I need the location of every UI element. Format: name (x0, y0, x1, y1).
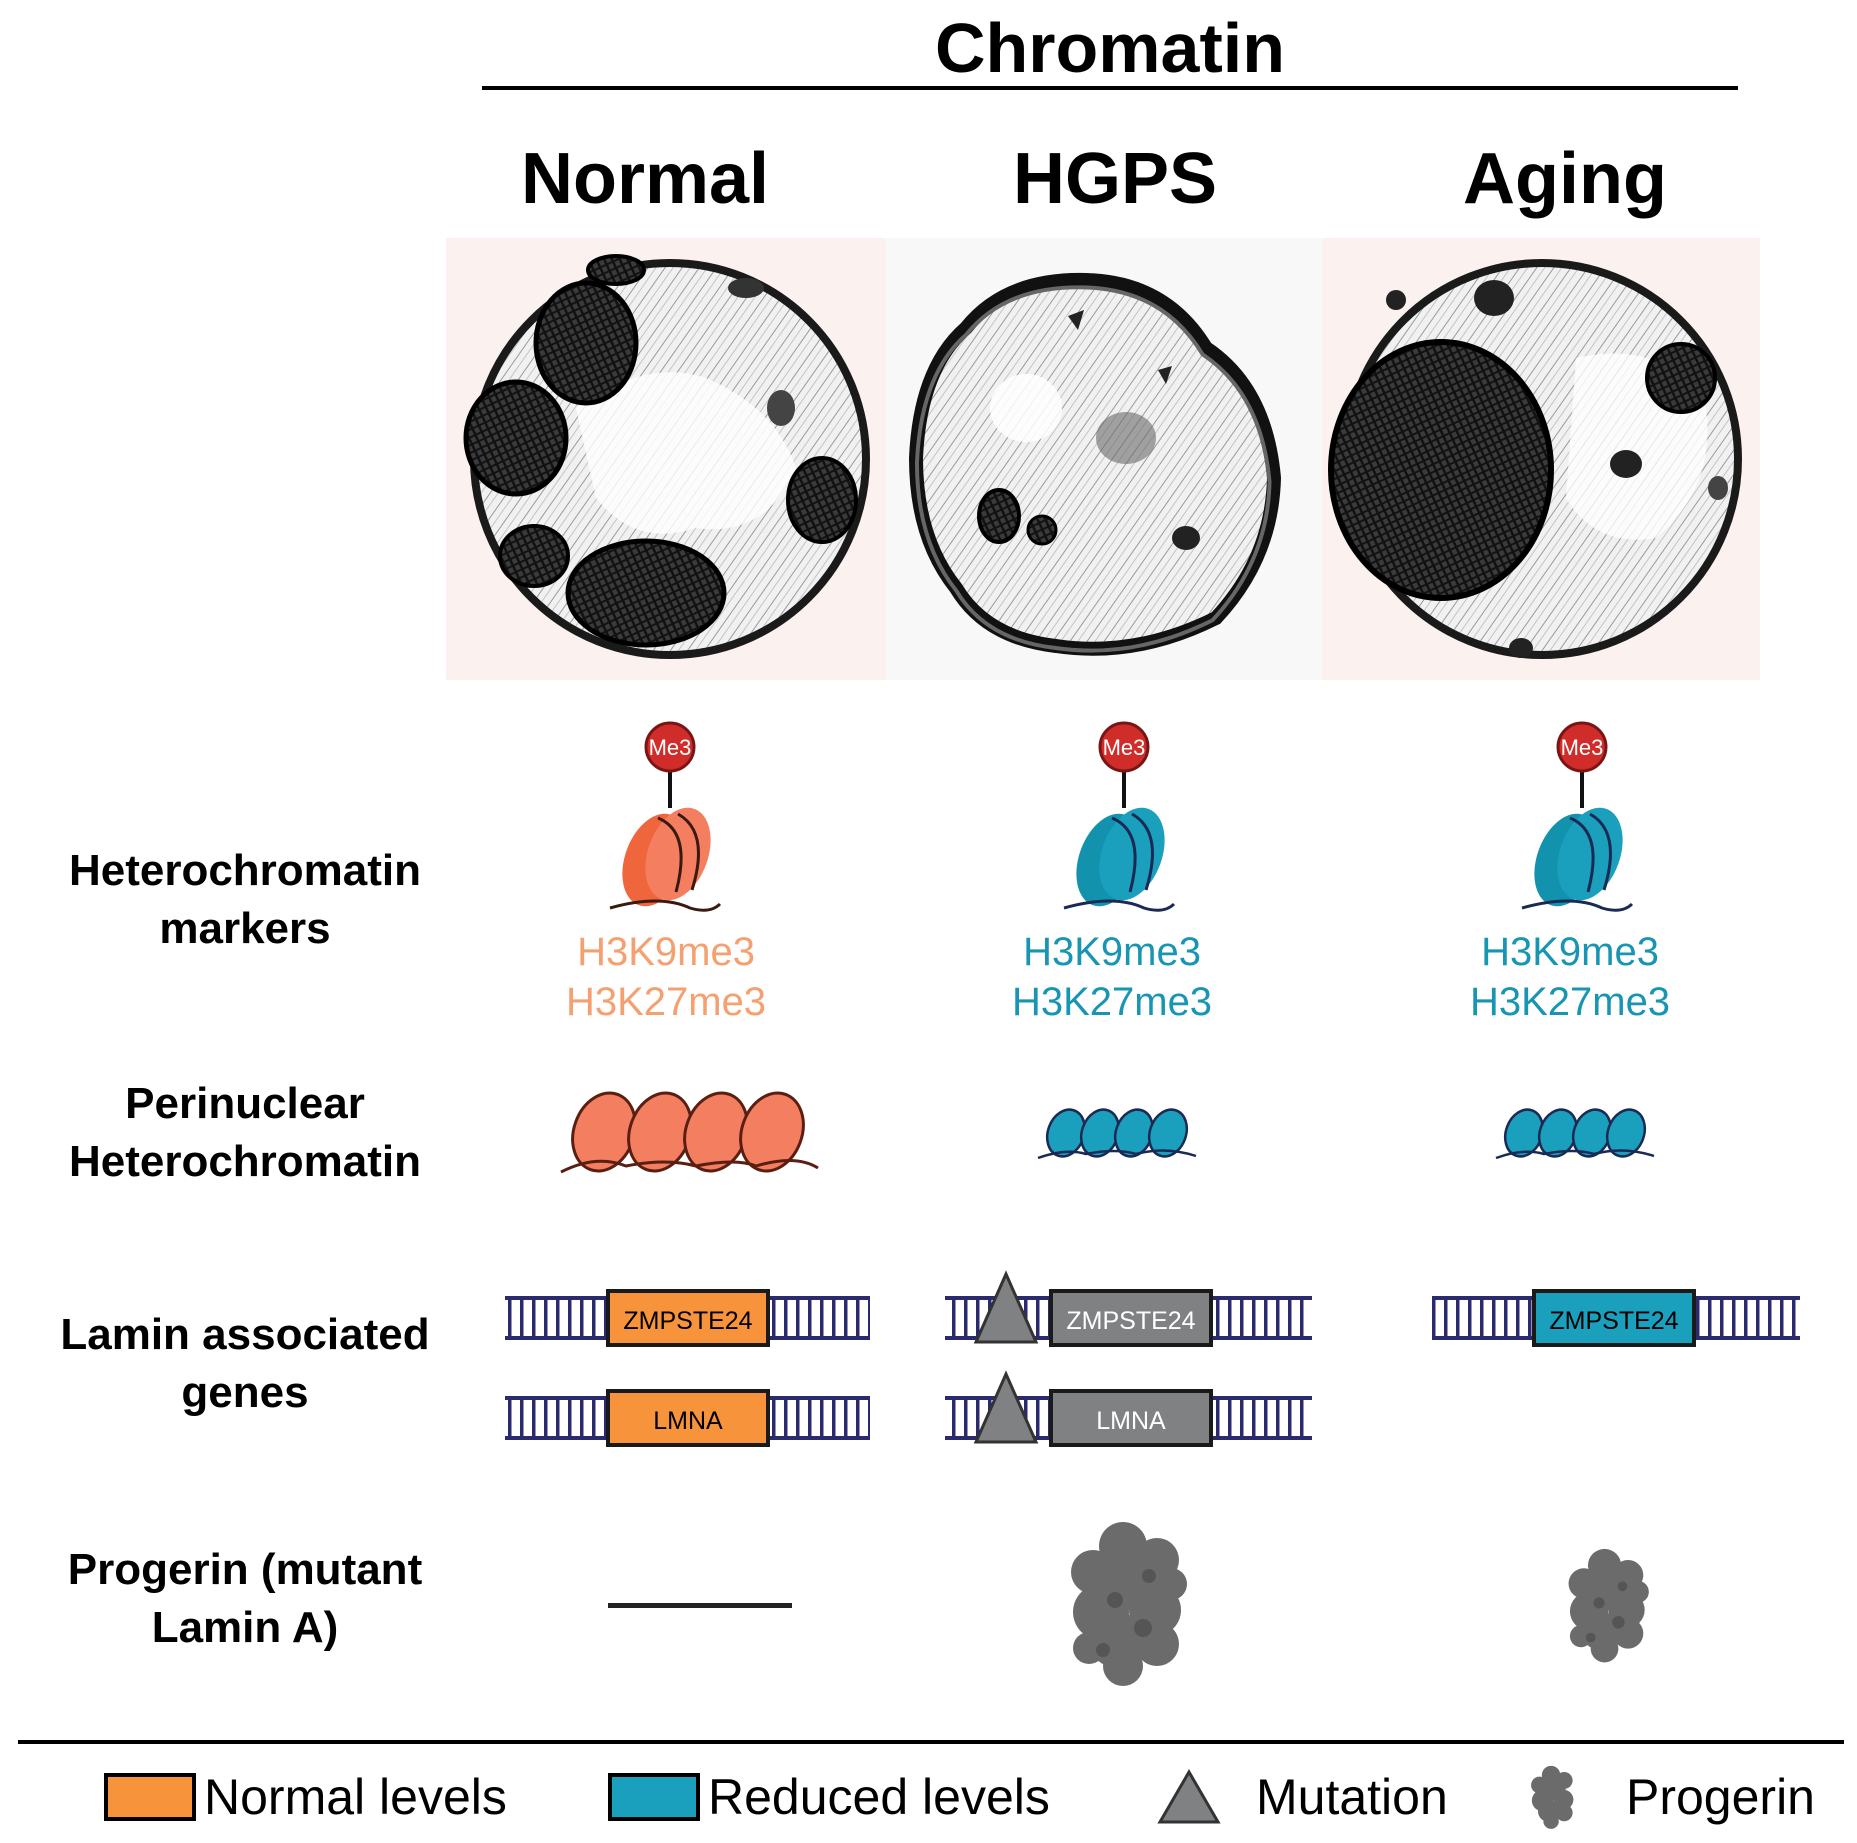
legend-progerin: Progerin (1528, 1762, 1815, 1832)
legend-divider (18, 1740, 1844, 1744)
gene-box-zmpste24-hgps (1049, 1289, 1213, 1347)
legend-normal-levels: Normal levels (104, 1762, 507, 1832)
gene-box-lmna-normal (606, 1389, 770, 1447)
mutation-triangle-icon (1157, 1769, 1221, 1824)
nucleosome-array-aging (1495, 1108, 1655, 1160)
column-title-normal: Normal (520, 139, 770, 219)
legend-mutation-label: Mutation (1256, 1769, 1448, 1825)
row-label-perinuclear-heterochromatin: Perinuclear Heterochromatin (68, 1079, 422, 1186)
gene-box-lmna-hgps (1049, 1389, 1213, 1447)
progerin-icon (1531, 1765, 1574, 1829)
nucleus-panel (446, 238, 1760, 680)
gene-box-zmpste24-normal (606, 1289, 770, 1347)
marker-h3k9me3-aging: H3K9me3 (1481, 930, 1659, 974)
marker-h3k9me3-hgps: H3K9me3 (1023, 930, 1201, 974)
row-label-lamin-associated-genes: Lamin associated genes (60, 1310, 430, 1417)
marker-nucleosome-hgps: Me3 (1063, 721, 1176, 912)
title-underline (482, 86, 1738, 90)
legend-normal-swatch (104, 1773, 196, 1821)
gene-label-zmpste24-aging: ZMPSTE24 (1549, 1307, 1678, 1335)
markers-text-normal: H3K9me3 H3K27me3 (506, 927, 826, 1027)
legend-normal-label: Normal levels (204, 1769, 507, 1825)
nucleus-aging (1328, 259, 1742, 659)
marker-h3k27me3-normal: H3K27me3 (565, 980, 767, 1024)
column-title-hgps: HGPS (1012, 139, 1218, 219)
legend-reduced-label: Reduced levels (708, 1769, 1050, 1825)
nucleus-normal (463, 254, 870, 659)
nucleosome-array-normal (560, 1091, 819, 1174)
me3-badge-normal: Me3 (649, 735, 692, 760)
diagram-title: Chromatin (935, 9, 1285, 87)
gene-label-lmna-normal: LMNA (653, 1407, 723, 1435)
marker-nucleosome-aging: Me3 (1521, 721, 1634, 912)
nucleus-hgps (908, 272, 1282, 656)
legend-reduced-swatch (608, 1773, 700, 1821)
legend-reduced-levels: Reduced levels (608, 1762, 1050, 1832)
gene-label-lmna-hgps: LMNA (1096, 1407, 1166, 1435)
mutation-triangle-lmna-hgps (973, 1370, 1039, 1444)
mutation-triangle-zmpste24-hgps (973, 1270, 1039, 1344)
markers-text-hgps: H3K9me3 H3K27me3 (952, 927, 1272, 1027)
progerin-icon-hgps (1071, 1522, 1187, 1686)
me3-badge-aging: Me3 (1561, 735, 1604, 760)
legend-progerin-label: Progerin (1626, 1769, 1815, 1825)
gene-label-zmpste24-hgps: ZMPSTE24 (1066, 1307, 1195, 1335)
progerin-absent-dash (608, 1603, 792, 1608)
column-title-aging: Aging (1463, 139, 1667, 219)
markers-text-aging: H3K9me3 H3K27me3 (1410, 927, 1730, 1027)
nucleosome-array-hgps (1037, 1108, 1197, 1160)
gene-label-zmpste24-normal: ZMPSTE24 (623, 1307, 752, 1335)
marker-h3k27me3-aging: H3K27me3 (1469, 980, 1671, 1024)
progerin-icon-aging (1568, 1548, 1649, 1663)
marker-nucleosome-normal: Me3 (609, 721, 722, 912)
me3-badge-hgps: Me3 (1103, 735, 1146, 760)
gene-box-zmpste24-aging (1532, 1289, 1696, 1347)
row-label-heterochromatin-markers: Heterochromatin markers (68, 846, 422, 953)
marker-h3k27me3-hgps: H3K27me3 (1011, 980, 1213, 1024)
marker-h3k9me3-normal: H3K9me3 (577, 930, 755, 974)
row-label-progerin: Progerin (mutant Lamin A) (67, 1545, 423, 1652)
legend-mutation: Mutation (1156, 1762, 1448, 1832)
